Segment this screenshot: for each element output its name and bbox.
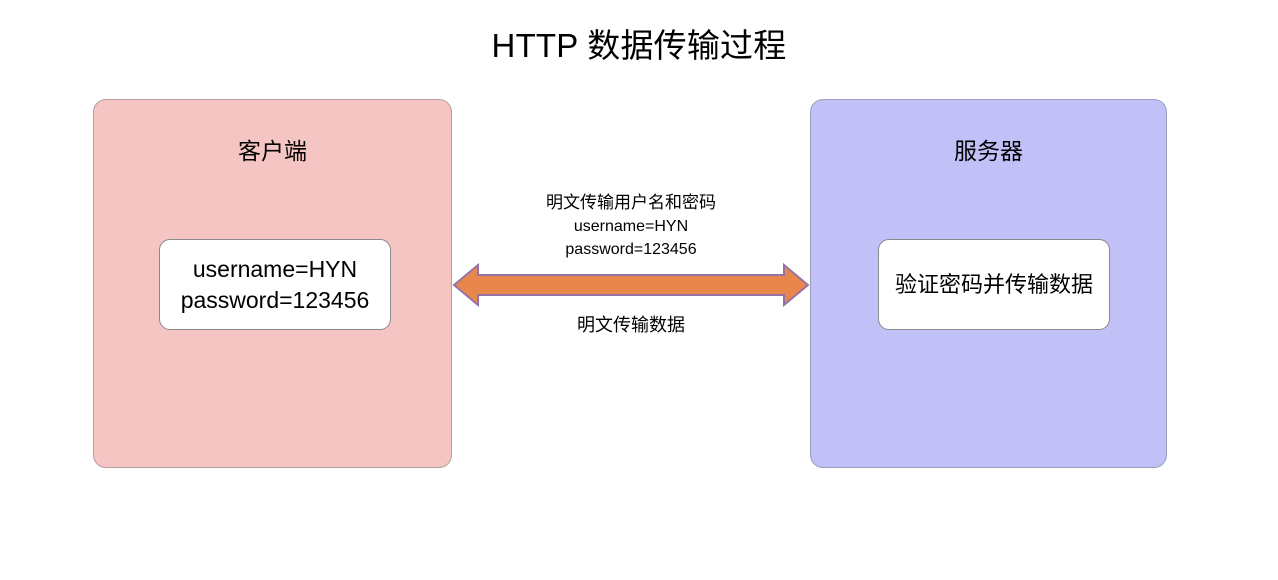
client-password-text: password=123456 xyxy=(180,286,370,313)
client-title: 客户端 xyxy=(238,138,307,164)
server-action-text: 验证密码并传输数据 xyxy=(894,271,1093,297)
request-heading-text: 明文传输用户名和密码 xyxy=(546,193,716,212)
request-password-text: password=123456 xyxy=(565,241,697,258)
client-username-text: username=HYN xyxy=(192,255,358,282)
server-action-box[interactable]: 验证密码并传输数据 xyxy=(878,239,1110,330)
response-label-text: 明文传输数据 xyxy=(577,315,685,335)
request-username-text: username=HYN xyxy=(573,218,689,235)
server-container[interactable]: 服务器 验证密码并传输数据 xyxy=(810,99,1167,468)
client-credentials-box[interactable]: username=HYN password=123456 xyxy=(159,239,391,330)
double-headed-arrow-icon[interactable] xyxy=(452,262,810,308)
server-title: 服务器 xyxy=(954,138,1023,164)
request-label-group: 明文传输用户名和密码 username=HYN password=123456 xyxy=(452,191,810,261)
page-title: HTTP 数据传输过程 xyxy=(491,27,787,64)
client-container[interactable]: 客户端 username=HYN password=123456 xyxy=(93,99,452,468)
